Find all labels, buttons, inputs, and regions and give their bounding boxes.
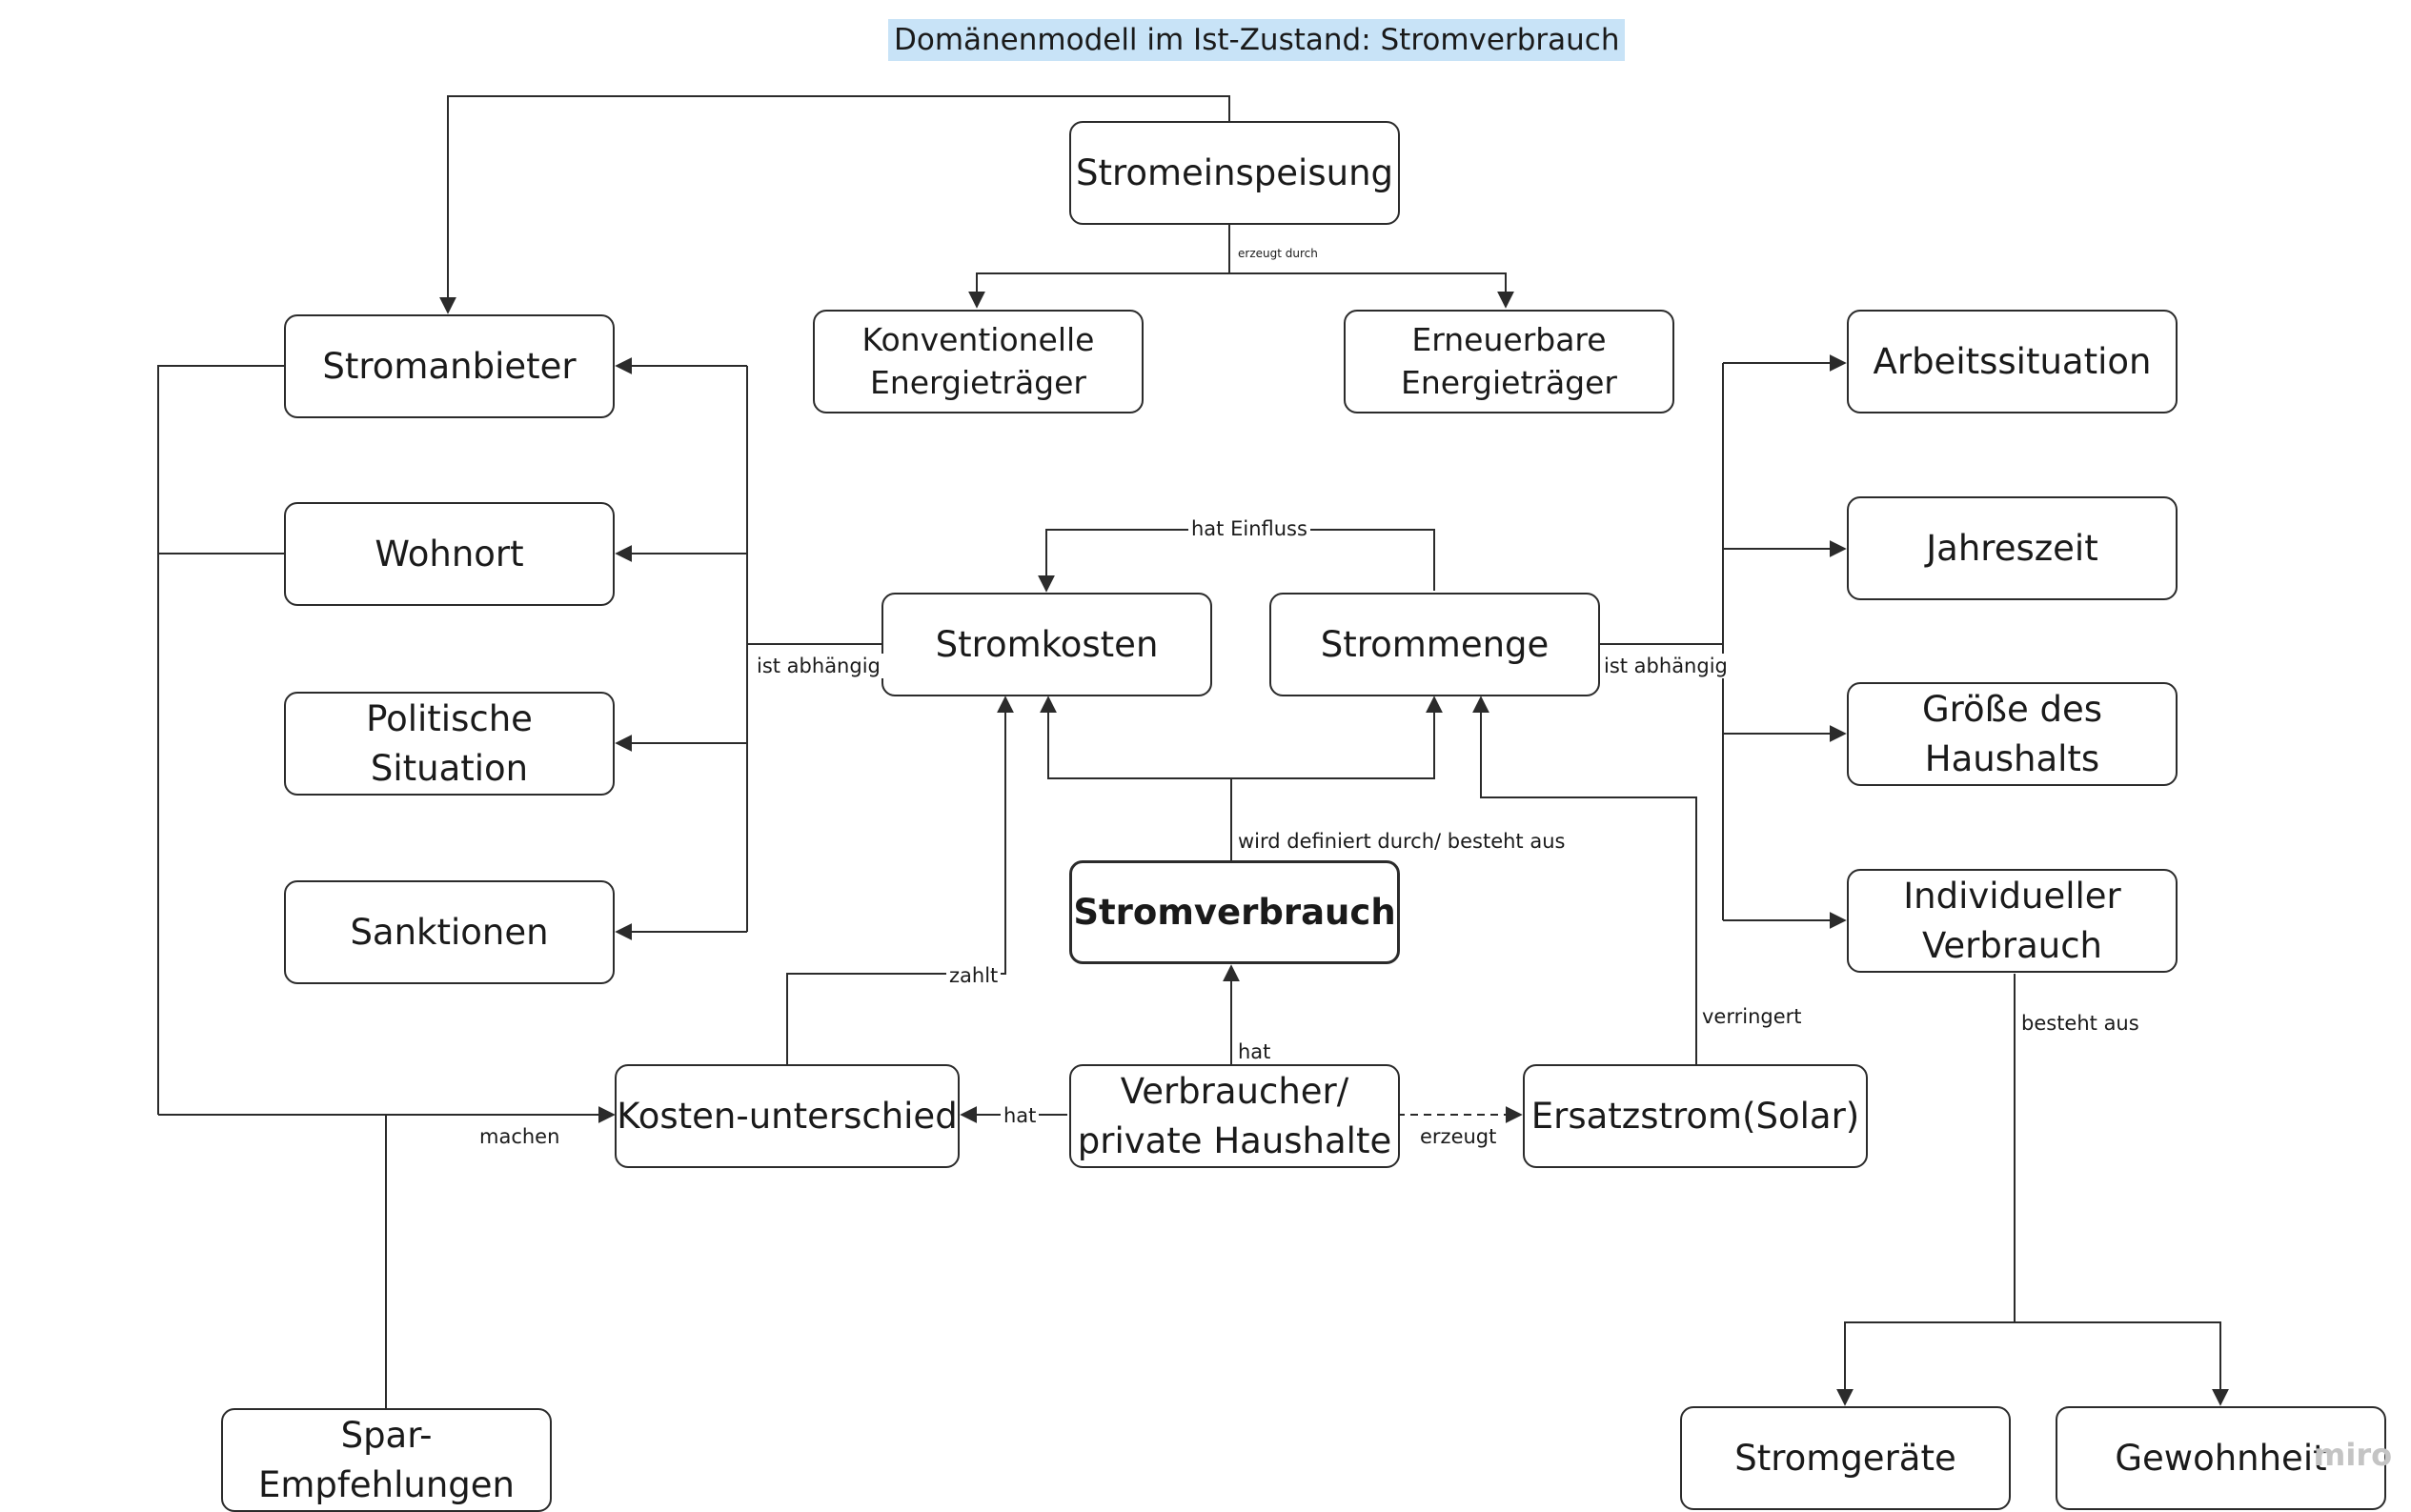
edge-verbrauch-kosten <box>1040 696 1231 779</box>
node-label: Arbeitssituation <box>1873 340 2152 382</box>
node-label: Individueller Verbrauch <box>1903 876 2121 966</box>
node-label: Größe des Haushalts <box>1921 689 2103 779</box>
edge-label-erzeugt-durch: erzeugt durch <box>1236 247 1320 260</box>
edge-verbrauch-menge <box>1231 696 1443 779</box>
edge-label-hat-einfluss: hat Einfluss <box>1188 516 1310 541</box>
node-individueller-verbrauch[interactable]: Individueller Verbrauch <box>1847 869 2178 973</box>
node-jahreszeit[interactable]: Jahreszeit <box>1847 496 2178 600</box>
node-label: Politische Situation <box>366 698 533 789</box>
node-label: Sanktionen <box>350 911 549 953</box>
edge-label-erzeugt: erzeugt <box>1417 1124 1500 1149</box>
edge-zahlt <box>786 696 1014 1064</box>
edge-label-besteht-aus: besteht aus <box>2018 1011 2142 1036</box>
node-stromkosten[interactable]: Stromkosten <box>881 593 1212 696</box>
node-label: Strommenge <box>1320 623 1550 665</box>
miro-watermark: miro <box>2314 1437 2393 1473</box>
node-wohnort[interactable]: Wohnort <box>284 502 615 606</box>
node-stromgeraete[interactable]: Stromgeräte <box>1680 1406 2011 1510</box>
node-politische-situation[interactable]: Politische Situation <box>284 692 615 796</box>
edge-to-gewohnheit <box>2015 1321 2229 1406</box>
node-label: Spar- Empfehlungen <box>257 1415 516 1505</box>
node-strommenge[interactable]: Strommenge <box>1269 593 1600 696</box>
diagram-title: Domänenmodell im Ist-Zustand: Stromverbr… <box>888 19 1626 61</box>
node-erneuerbare-energietraeger[interactable]: Erneuerbare Energieträger <box>1344 310 1674 413</box>
edge-label-verringert: verringert <box>1699 1004 1805 1029</box>
node-verbraucher-private-haushalte[interactable]: Verbraucher/ private Haushalte <box>1069 1064 1400 1168</box>
node-ersatzstrom-solar[interactable]: Ersatzstrom(Solar) <box>1523 1064 1868 1168</box>
edge-label-wird-definiert: wird definiert durch/ besteht aus <box>1235 829 1569 854</box>
node-stromverbrauch[interactable]: Stromverbrauch <box>1069 860 1400 964</box>
edge-label-hat-up: hat <box>1235 1039 1274 1064</box>
node-kosten-unterschied[interactable]: Kosten-unterschied <box>615 1064 960 1168</box>
edge-machen-bus <box>157 365 284 1115</box>
node-label: Ersatzstrom(Solar) <box>1530 1095 1860 1137</box>
edge-label-zahlt: zahlt <box>946 963 1002 988</box>
node-label: Stromgeräte <box>1734 1437 1956 1479</box>
edge-einspeisung-konventionelle <box>968 225 1230 309</box>
node-stromeinspeisung[interactable]: Stromeinspeisung <box>1069 121 1400 225</box>
node-konventionelle-energietraeger[interactable]: Konventionelle Energieträger <box>813 310 1144 413</box>
node-label: Wohnort <box>375 533 524 575</box>
node-sanktionen[interactable]: Sanktionen <box>284 880 615 984</box>
edge-label-ist-abhaengig-left: ist abhängig <box>754 654 883 678</box>
edge-to-stromgeraete <box>1836 1321 2015 1406</box>
node-label: Konventionelle Energieträger <box>861 320 1095 401</box>
node-label: Erneuerbare Energieträger <box>1400 320 1618 401</box>
edge-label-ist-abhaengig-right: ist abhängig <box>1601 654 1731 678</box>
node-arbeitssituation[interactable]: Arbeitssituation <box>1847 310 2178 413</box>
node-label: Stromanbieter <box>322 345 577 387</box>
node-stromanbieter[interactable]: Stromanbieter <box>284 314 615 418</box>
edge-label-hat-left: hat <box>1001 1103 1040 1128</box>
edge-einspeisung-anbieter <box>439 95 1230 314</box>
edge-einspeisung-erneuerbare <box>1229 272 1514 309</box>
node-spar-empfehlungen[interactable]: Spar- Empfehlungen <box>221 1408 552 1512</box>
node-label: Jahreszeit <box>1926 527 2098 569</box>
node-label: Verbraucher/ private Haushalte <box>1077 1071 1392 1161</box>
node-gewohnheit[interactable]: Gewohnheit <box>2056 1406 2386 1510</box>
edge-verringert <box>1472 696 1697 1064</box>
node-groesse-des-haushalts[interactable]: Größe des Haushalts <box>1847 682 2178 786</box>
node-label: Stromeinspeisung <box>1075 151 1394 193</box>
node-label: Stromkosten <box>935 623 1159 665</box>
node-label: Stromverbrauch <box>1073 891 1396 933</box>
node-label: Gewohnheit <box>2115 1437 2327 1479</box>
node-label: Kosten-unterschied <box>617 1095 958 1137</box>
edge-label-machen: machen <box>476 1124 563 1149</box>
